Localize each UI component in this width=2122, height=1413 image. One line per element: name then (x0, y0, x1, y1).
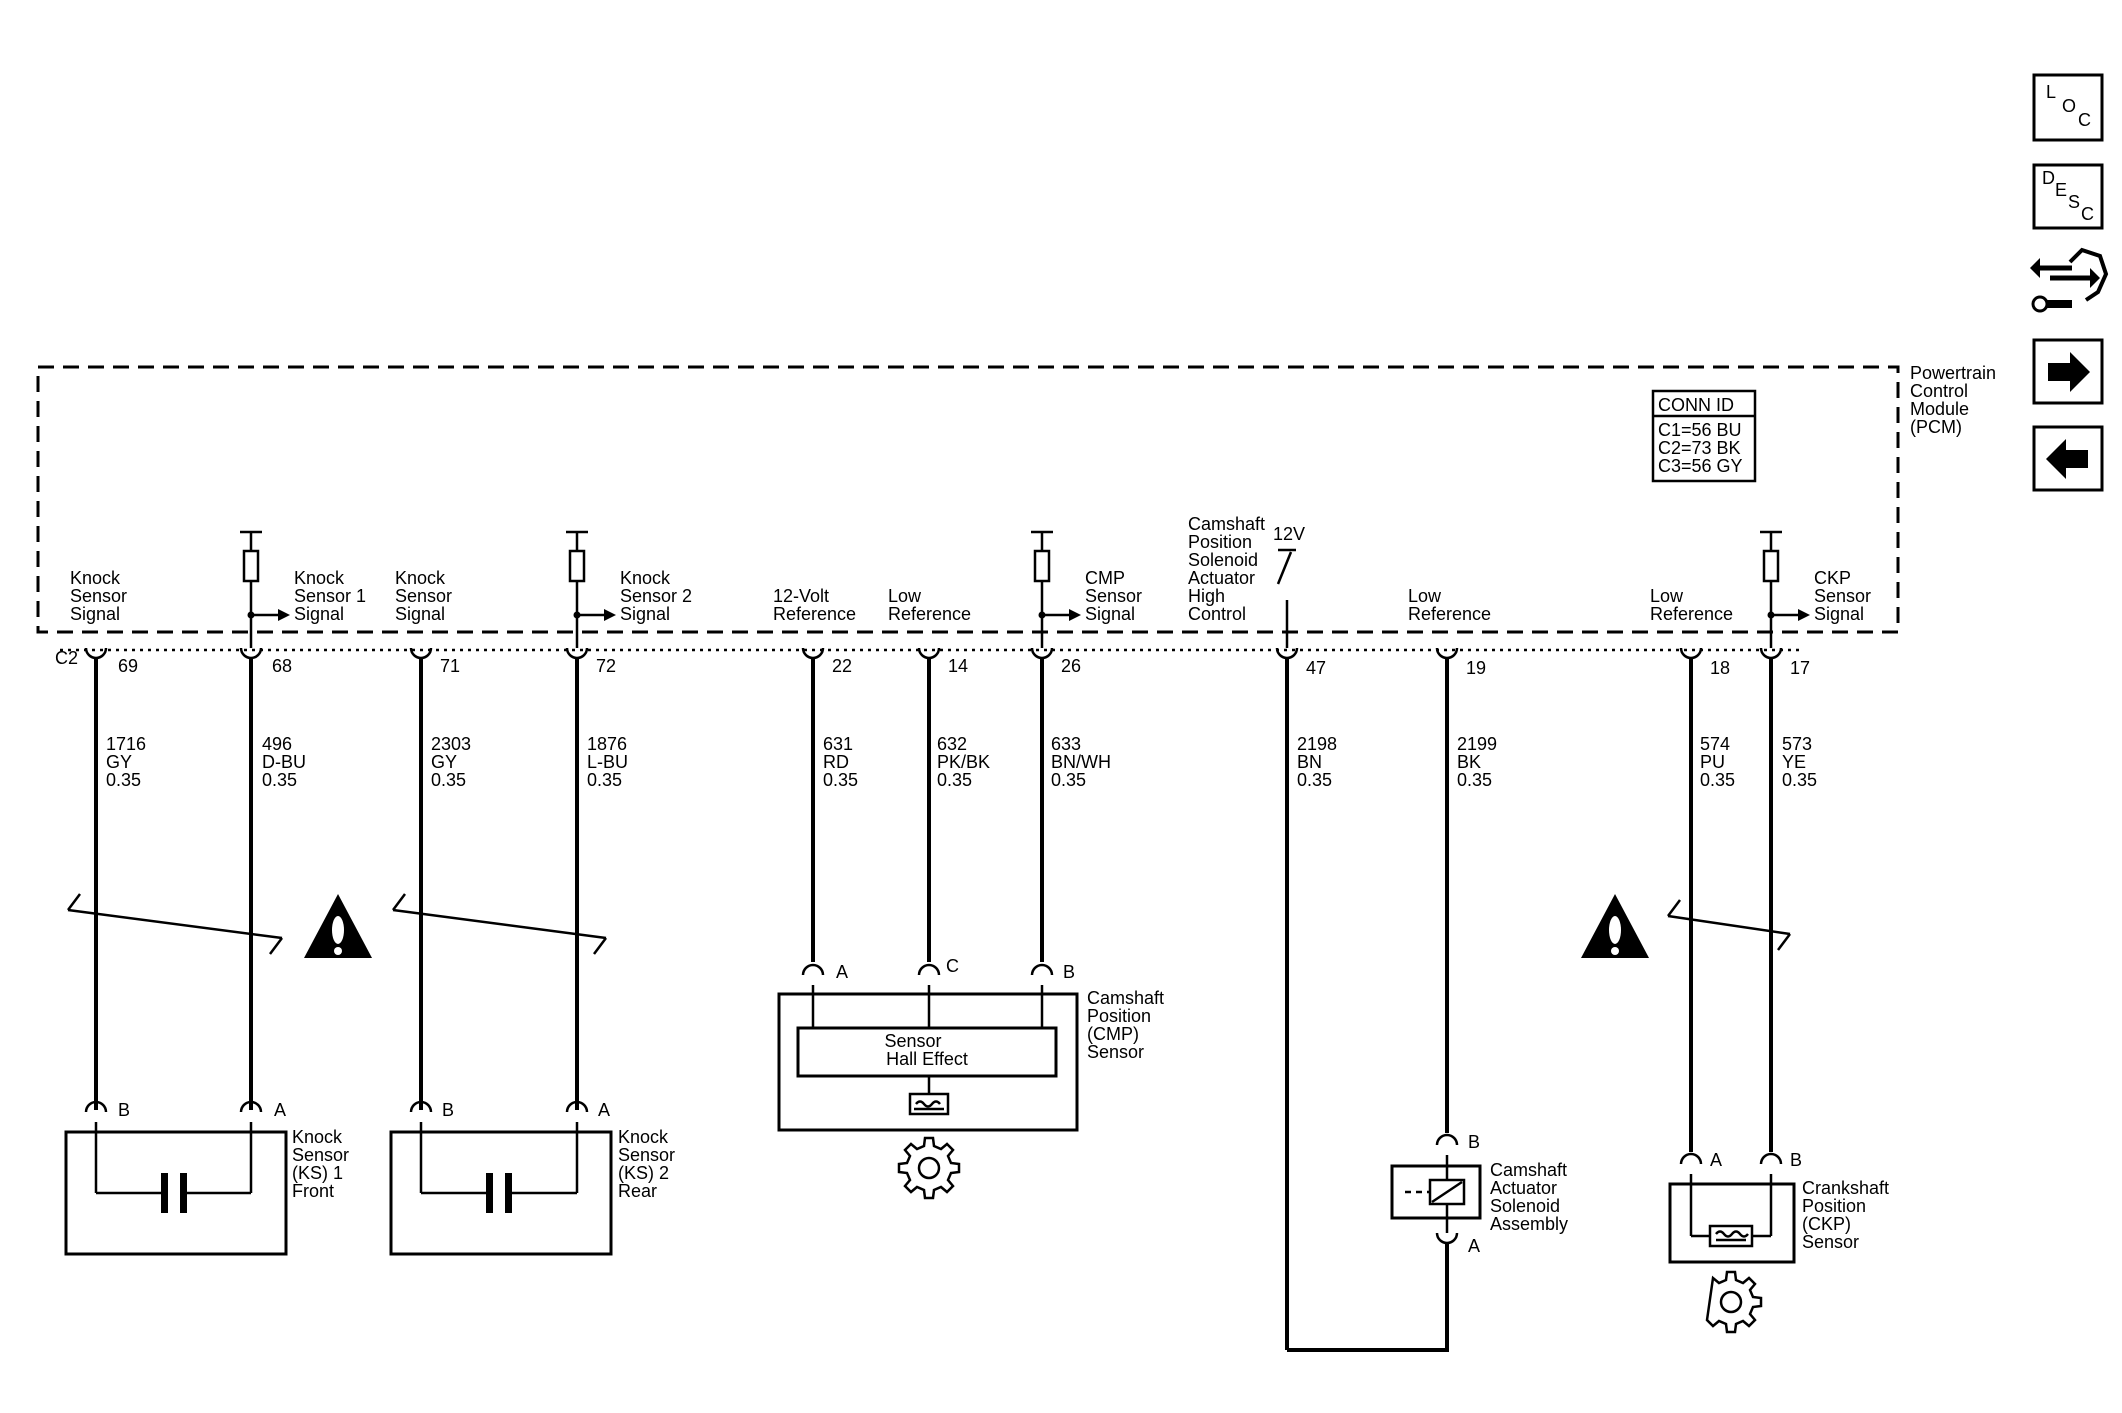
sensor-type: Sensor (884, 1031, 941, 1051)
pin-number: 19 (1466, 658, 1486, 678)
wire-spec: 1876 L-BU 0.35 (587, 734, 633, 790)
conn-id-row: C1=56 BU (1658, 420, 1742, 440)
wire-spec: 2303 GY 0.35 (431, 734, 476, 790)
pcm-terminal-label: Camshaft Position Solenoid Actuator High… (1188, 514, 1270, 624)
sensor-type: Hall Effect (886, 1049, 968, 1069)
pcm-terminal-label: Knock Sensor 1 Signal (294, 568, 371, 624)
circuit-22: 12-Volt Reference 22 631 RD 0.35 (773, 586, 858, 962)
loc-letter: L (2046, 82, 2056, 102)
circuit-26: CMP Sensor Signal 26 633 BN/WH 0.35 (1030, 530, 1147, 962)
pin-letter: B (442, 1100, 454, 1120)
pin-number: 72 (596, 656, 616, 676)
location-button[interactable]: L O C (2032, 73, 2104, 142)
ckp-sensor: A B Crankshaft Position (CKP) Sensor (1668, 1150, 1894, 1264)
circuit-69: Knock Sensor Signal 69 1716 GY 0.35 (70, 568, 151, 1110)
circuit-14: Low Reference 14 632 PK/BK 0.35 (888, 586, 995, 962)
wire-spec: 496 D-BU 0.35 (262, 734, 311, 790)
pcm-terminal-label: Low Reference (888, 586, 971, 624)
circuit-71: Knock Sensor Signal 71 2303 GY 0.35 (395, 568, 476, 1110)
pcm-terminal-label: Low Reference (1408, 586, 1491, 624)
knock-sensor-1: B A Knock Sensor (KS) 1 Front (64, 1100, 354, 1256)
pin-letter: B (1790, 1150, 1802, 1170)
pin-number: 68 (272, 656, 292, 676)
circuit-18: Low Reference 18 574 PU 0.35 (1650, 586, 1735, 1152)
twisted-pair-mark (392, 908, 607, 940)
loc-letter: O (2062, 96, 2076, 116)
pin-number: 14 (948, 656, 968, 676)
pin-letter: A (1710, 1150, 1722, 1170)
warning-icon (1581, 894, 1649, 958)
circuit-19: Low Reference 19 2199 BK 0.35 (1408, 586, 1502, 1133)
component-label: Knock Sensor (KS) 2 Rear (618, 1127, 680, 1201)
pin-number: 69 (118, 656, 138, 676)
gear-icon (1705, 1270, 1763, 1334)
component-label: Crankshaft Position (CKP) Sensor (1802, 1178, 1894, 1252)
circuit-47: Camshaft Position Solenoid Actuator High… (1188, 514, 1342, 1350)
pin-letter: A (836, 962, 848, 982)
pin-letter: A (274, 1100, 286, 1120)
component-label: Camshaft Actuator Solenoid Assembly (1490, 1160, 1572, 1234)
camshaft-actuator-solenoid: B A Camshaft Actuator Solenoid Assembly (1390, 1132, 1572, 1256)
solenoid-return-wire (1287, 1243, 1449, 1352)
wire-spec: 2199 BK 0.35 (1457, 734, 1502, 790)
cmp-sensor: A C B Sensor Hall Effect Camshaft Positi… (777, 956, 1169, 1132)
pin-number: 47 (1306, 658, 1326, 678)
wire-spec: 573 YE 0.35 (1782, 734, 1817, 790)
forward-arrow-icon[interactable] (2032, 338, 2104, 405)
wire-spec: 2198 BN 0.35 (1297, 734, 1342, 790)
circuit-68: Knock Sensor 1 Signal 68 496 D-BU 0.35 (239, 530, 371, 1110)
circuit-17: CKP Sensor Signal 17 573 YE 0.35 (1759, 530, 1876, 1152)
knock-sensor-2: B A Knock Sensor (KS) 2 Rear (389, 1100, 680, 1256)
pcm-terminal-label: Knock Sensor Signal (395, 568, 457, 624)
conn-id-table: CONN ID C1=56 BU C2=73 BK C3=56 GY (1651, 389, 1757, 483)
description-button[interactable]: D E S C (2032, 163, 2104, 230)
conn-id-row: C2=73 BK (1658, 438, 1741, 458)
pin-letter: B (1468, 1132, 1480, 1152)
desc-letter: D (2042, 168, 2055, 188)
back-arrow-icon[interactable] (2032, 425, 2104, 492)
loc-letter: C (2078, 110, 2091, 130)
pin-number: 18 (1710, 658, 1730, 678)
wire-spec: 574 PU 0.35 (1700, 734, 1735, 790)
connector-id: C2 (55, 648, 78, 668)
circuit-72: Knock Sensor 2 Signal 72 1876 L-BU 0.35 (565, 530, 697, 1110)
wire-spec: 633 BN/WH 0.35 (1051, 734, 1116, 790)
twisted-pair-mark (67, 908, 283, 940)
pin-letter: A (1468, 1236, 1480, 1256)
conn-id-title: CONN ID (1658, 395, 1734, 415)
component-label: Knock Sensor (KS) 1 Front (292, 1127, 354, 1201)
pin-letter: C (946, 956, 959, 976)
pcm-label: Powertrain Control Module (PCM) (1910, 363, 2001, 437)
desc-letter: S (2068, 192, 2080, 212)
wire-spec: 632 PK/BK 0.35 (937, 734, 995, 790)
wire-spec: 631 RD 0.35 (823, 734, 858, 790)
component-label: Camshaft Position (CMP) Sensor (1087, 988, 1169, 1062)
pcm-terminal-label: Knock Sensor Signal (70, 568, 132, 624)
pin-number: 26 (1061, 656, 1081, 676)
connector-tool-icon[interactable] (2030, 247, 2109, 313)
pin-number: 22 (832, 656, 852, 676)
pin-letter: A (598, 1100, 610, 1120)
pcm-terminal-label: Knock Sensor 2 Signal (620, 568, 697, 624)
gear-icon (897, 1136, 961, 1200)
pcm-boundary (36, 365, 1900, 634)
pin-letter: B (118, 1100, 130, 1120)
desc-letter: C (2081, 204, 2094, 224)
pcm-terminal-label: 12-Volt Reference (773, 586, 856, 624)
twisted-pair-mark (1667, 914, 1791, 936)
pin-number: 17 (1790, 658, 1810, 678)
pcm-terminal-label: CKP Sensor Signal (1814, 568, 1876, 624)
pcm-terminal-label: CMP Sensor Signal (1085, 568, 1147, 624)
pcm-terminal-label: Low Reference (1650, 586, 1733, 624)
warning-icon (304, 894, 372, 958)
conn-id-row: C3=56 GY (1658, 456, 1743, 476)
wire-spec: 1716 GY 0.35 (106, 734, 151, 790)
desc-letter: E (2055, 180, 2067, 200)
supply-voltage-label: 12V (1273, 524, 1305, 544)
pin-number: 71 (440, 656, 460, 676)
pin-letter: B (1063, 962, 1075, 982)
